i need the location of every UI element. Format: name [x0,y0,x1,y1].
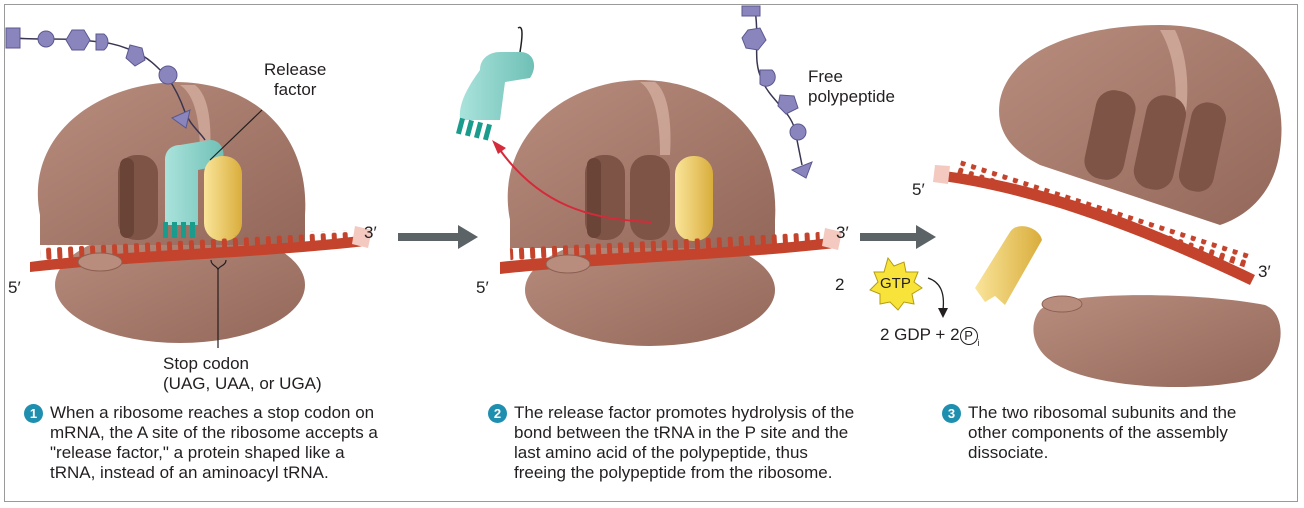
gtp-hydrolysis-arrow [927,277,948,318]
released-factor-icon [455,26,535,141]
release-arrow-red [492,140,653,223]
trna-p-site-icon [204,156,242,241]
step-1-text: When a ribosome reaches a stop codon on … [50,403,378,482]
step-3-text: The two ribosomal subunits and the other… [968,403,1237,462]
release-factor-label: Release factor [264,60,327,99]
release-factor-icon [163,140,224,238]
free-polypeptide-label: Free polypeptide [808,67,895,106]
panel1-5prime-label: 5′ [8,278,21,297]
panel2-3prime-label: 3′ [836,223,849,242]
phosphate-subscript: i [977,338,980,348]
gdp-label: 2 GDP + 2 [880,325,960,344]
polypeptide-chain-icon [5,27,206,141]
step-1-badge: 1 [24,404,43,423]
gtp-coefficient: 2 [835,275,845,294]
mrna-strand-panel3 [933,159,1255,285]
step-2-badge: 2 [488,404,507,423]
phosphate-circle-icon: P [959,327,978,345]
step-arrow-2 [860,225,936,249]
figure-frame [4,4,1298,502]
panel2-ribosome [507,80,776,346]
step-2-text: The release factor promotes hydrolysis o… [514,403,855,482]
step-3-badge: 3 [942,404,961,423]
step-arrow-1 [398,225,478,249]
panel3-5prime-label: 5′ [912,180,925,199]
gtp-star-icon [869,256,923,311]
release-factor-dissociated-icon [975,226,1042,305]
stop-codon-label: Stop codon (UAG, UAA, or UGA) [163,354,322,393]
large-subunit-icon [999,25,1282,225]
gtp-label: GTP [880,275,911,292]
free-polypeptide-icon [741,5,813,179]
panel2-5prime-label: 5′ [476,278,489,297]
release-factor-leader-line [209,109,263,161]
panel1-3prime-label: 3′ [364,223,377,242]
trna-p-site-icon-2 [675,156,713,241]
small-subunit-icon [1033,295,1281,388]
panel3-3prime-label: 3′ [1258,262,1271,281]
